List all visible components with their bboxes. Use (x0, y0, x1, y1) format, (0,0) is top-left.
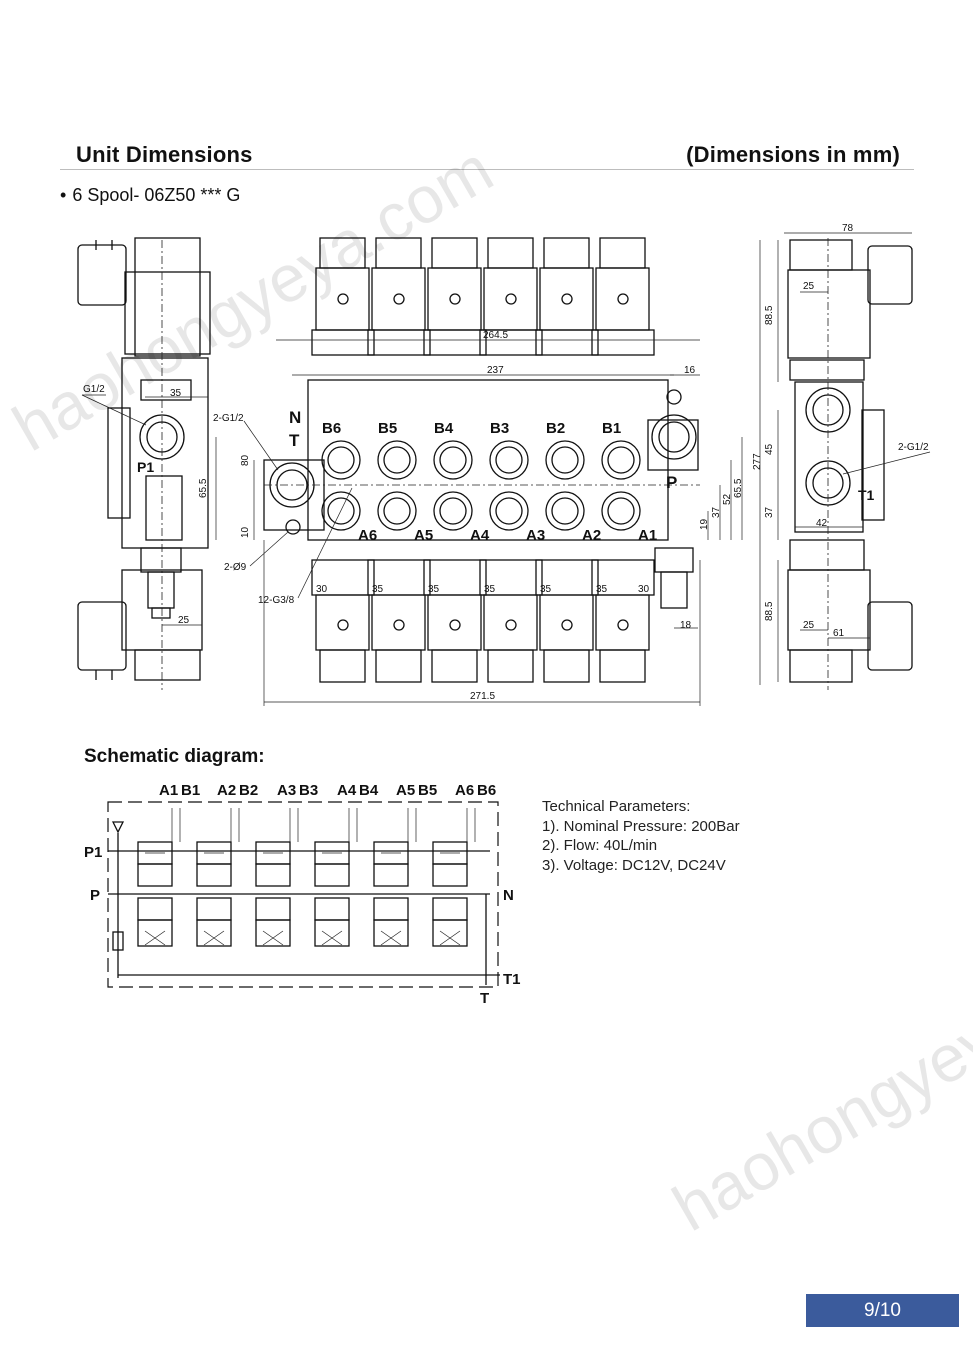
dim-277: 277 (752, 453, 763, 470)
label-b6: B6 (322, 420, 341, 437)
port-p1: P1 (137, 459, 154, 475)
technical-parameters: Technical Parameters: 1). Nominal Pressu… (542, 797, 740, 875)
sch-b6: B6 (477, 782, 496, 799)
port-t1: T1 (858, 487, 875, 503)
dim-78: 78 (842, 223, 854, 234)
valve-section-1 (137, 808, 181, 947)
units-note: (Dimensions in mm) (686, 142, 900, 167)
callout-12g38: 12-G3/8 (258, 595, 295, 606)
tech-title: Technical Parameters: (542, 798, 691, 815)
schematic-diagram: A1 B1 A2 B2 A3 B3 A4 B4 A5 B5 A6 B6 P1 P… (84, 782, 521, 1007)
callout-2d9: 2-Ø9 (224, 562, 247, 573)
spacing-5: 35 (596, 584, 608, 595)
sch-p: P (90, 887, 100, 904)
dim-65-5: 65.5 (198, 478, 209, 498)
label-b2: B2 (546, 420, 565, 437)
left-side-view: 35 65.5 25 G1/2 P1 (77, 237, 217, 690)
label-a6: A6 (358, 527, 377, 544)
label-a2: A2 (582, 527, 601, 544)
label-a1: A1 (638, 527, 657, 544)
sch-b3: B3 (299, 782, 318, 799)
callout-2g12-right: 2-G1/2 (898, 442, 929, 453)
dim-37: 37 (711, 506, 722, 518)
model-name: 6 Spool- 06Z50 *** G (72, 185, 241, 205)
sch-a3: A3 (277, 782, 296, 799)
dim-88-5-bottom: 88.5 (764, 601, 775, 621)
port-g12: G1/2 (83, 384, 105, 395)
sch-t: T (480, 990, 489, 1007)
dim-25-bottom: 25 (803, 620, 815, 631)
label-b3: B3 (490, 420, 509, 437)
dim-37-right: 37 (764, 506, 775, 518)
sch-a2: A2 (217, 782, 236, 799)
dim-65-5-right: 65.5 (733, 478, 744, 498)
port-t: T (289, 431, 300, 450)
sch-t1: T1 (503, 971, 521, 988)
valve-section-6 (432, 808, 476, 947)
model-line: •6 Spool- 06Z50 *** G (60, 185, 240, 206)
label-a3: A3 (526, 527, 545, 544)
bottom-coils (311, 559, 655, 683)
page-number: 9/10 (806, 1294, 959, 1327)
tech-pressure: 1). Nominal Pressure: 200Bar (542, 817, 740, 835)
spacing-4: 35 (540, 584, 552, 595)
a-port-row (321, 491, 641, 531)
label-b5: B5 (378, 420, 397, 437)
dim-42: 42 (816, 518, 828, 529)
tech-flow: 2). Flow: 40L/min (542, 837, 658, 854)
dim-237: 237 (487, 365, 504, 376)
dim-52: 52 (722, 493, 733, 505)
b-port-row (321, 440, 641, 480)
front-view: 264.5 237 16 80 10 277 65.5 52 37 19 18 … (213, 237, 763, 706)
sch-a5: A5 (396, 782, 415, 799)
dim-80: 80 (240, 454, 251, 466)
dim-61: 61 (833, 628, 845, 639)
label-a4: A4 (470, 527, 490, 544)
valve-section-2 (196, 808, 240, 947)
spacing-3: 35 (484, 584, 496, 595)
spacing-2: 35 (428, 584, 440, 595)
dim-264-5: 264.5 (483, 330, 508, 341)
dim-10: 10 (240, 526, 251, 538)
sch-a1: A1 (159, 782, 178, 799)
dim-45: 45 (764, 443, 775, 455)
dim-16: 16 (684, 365, 696, 376)
port-p: P (666, 473, 677, 492)
callout-2g12-front: 2-G1/2 (213, 413, 244, 424)
dim-88-5-top: 88.5 (764, 305, 775, 325)
top-coils (311, 237, 655, 356)
header-rule (60, 169, 914, 170)
valve-section-5 (373, 808, 417, 947)
dim-25: 25 (178, 615, 190, 626)
label-a5: A5 (414, 527, 433, 544)
spacing-1: 35 (372, 584, 384, 595)
label-b4: B4 (434, 420, 454, 437)
spacing-first: 30 (316, 584, 328, 595)
label-b1: B1 (602, 420, 621, 437)
dim-19: 19 (699, 518, 710, 530)
schematic-title: Schematic diagram: (84, 746, 265, 767)
sch-b2: B2 (239, 782, 258, 799)
sch-b1: B1 (181, 782, 200, 799)
dim-18: 18 (680, 620, 692, 631)
bullet: • (60, 185, 67, 205)
valve-section-4 (314, 808, 358, 947)
sch-b5: B5 (418, 782, 437, 799)
sch-b4: B4 (359, 782, 379, 799)
port-n: N (289, 408, 301, 427)
sch-a4: A4 (337, 782, 357, 799)
dim-35: 35 (170, 388, 182, 399)
sch-n: N (503, 887, 514, 904)
valve-section-3 (255, 808, 299, 947)
right-side-view: 78 25 88.5 45 37 42 88.5 25 61 2-G1/2 T1 (764, 223, 931, 690)
section-title: Unit Dimensions (76, 142, 253, 167)
sch-p1: P1 (84, 844, 102, 861)
sch-a6: A6 (455, 782, 474, 799)
dim-271-5: 271.5 (470, 691, 495, 702)
tech-voltage: 3). Voltage: DC12V, DC24V (542, 856, 726, 874)
spacing-last: 30 (638, 584, 650, 595)
dim-25-top: 25 (803, 281, 815, 292)
